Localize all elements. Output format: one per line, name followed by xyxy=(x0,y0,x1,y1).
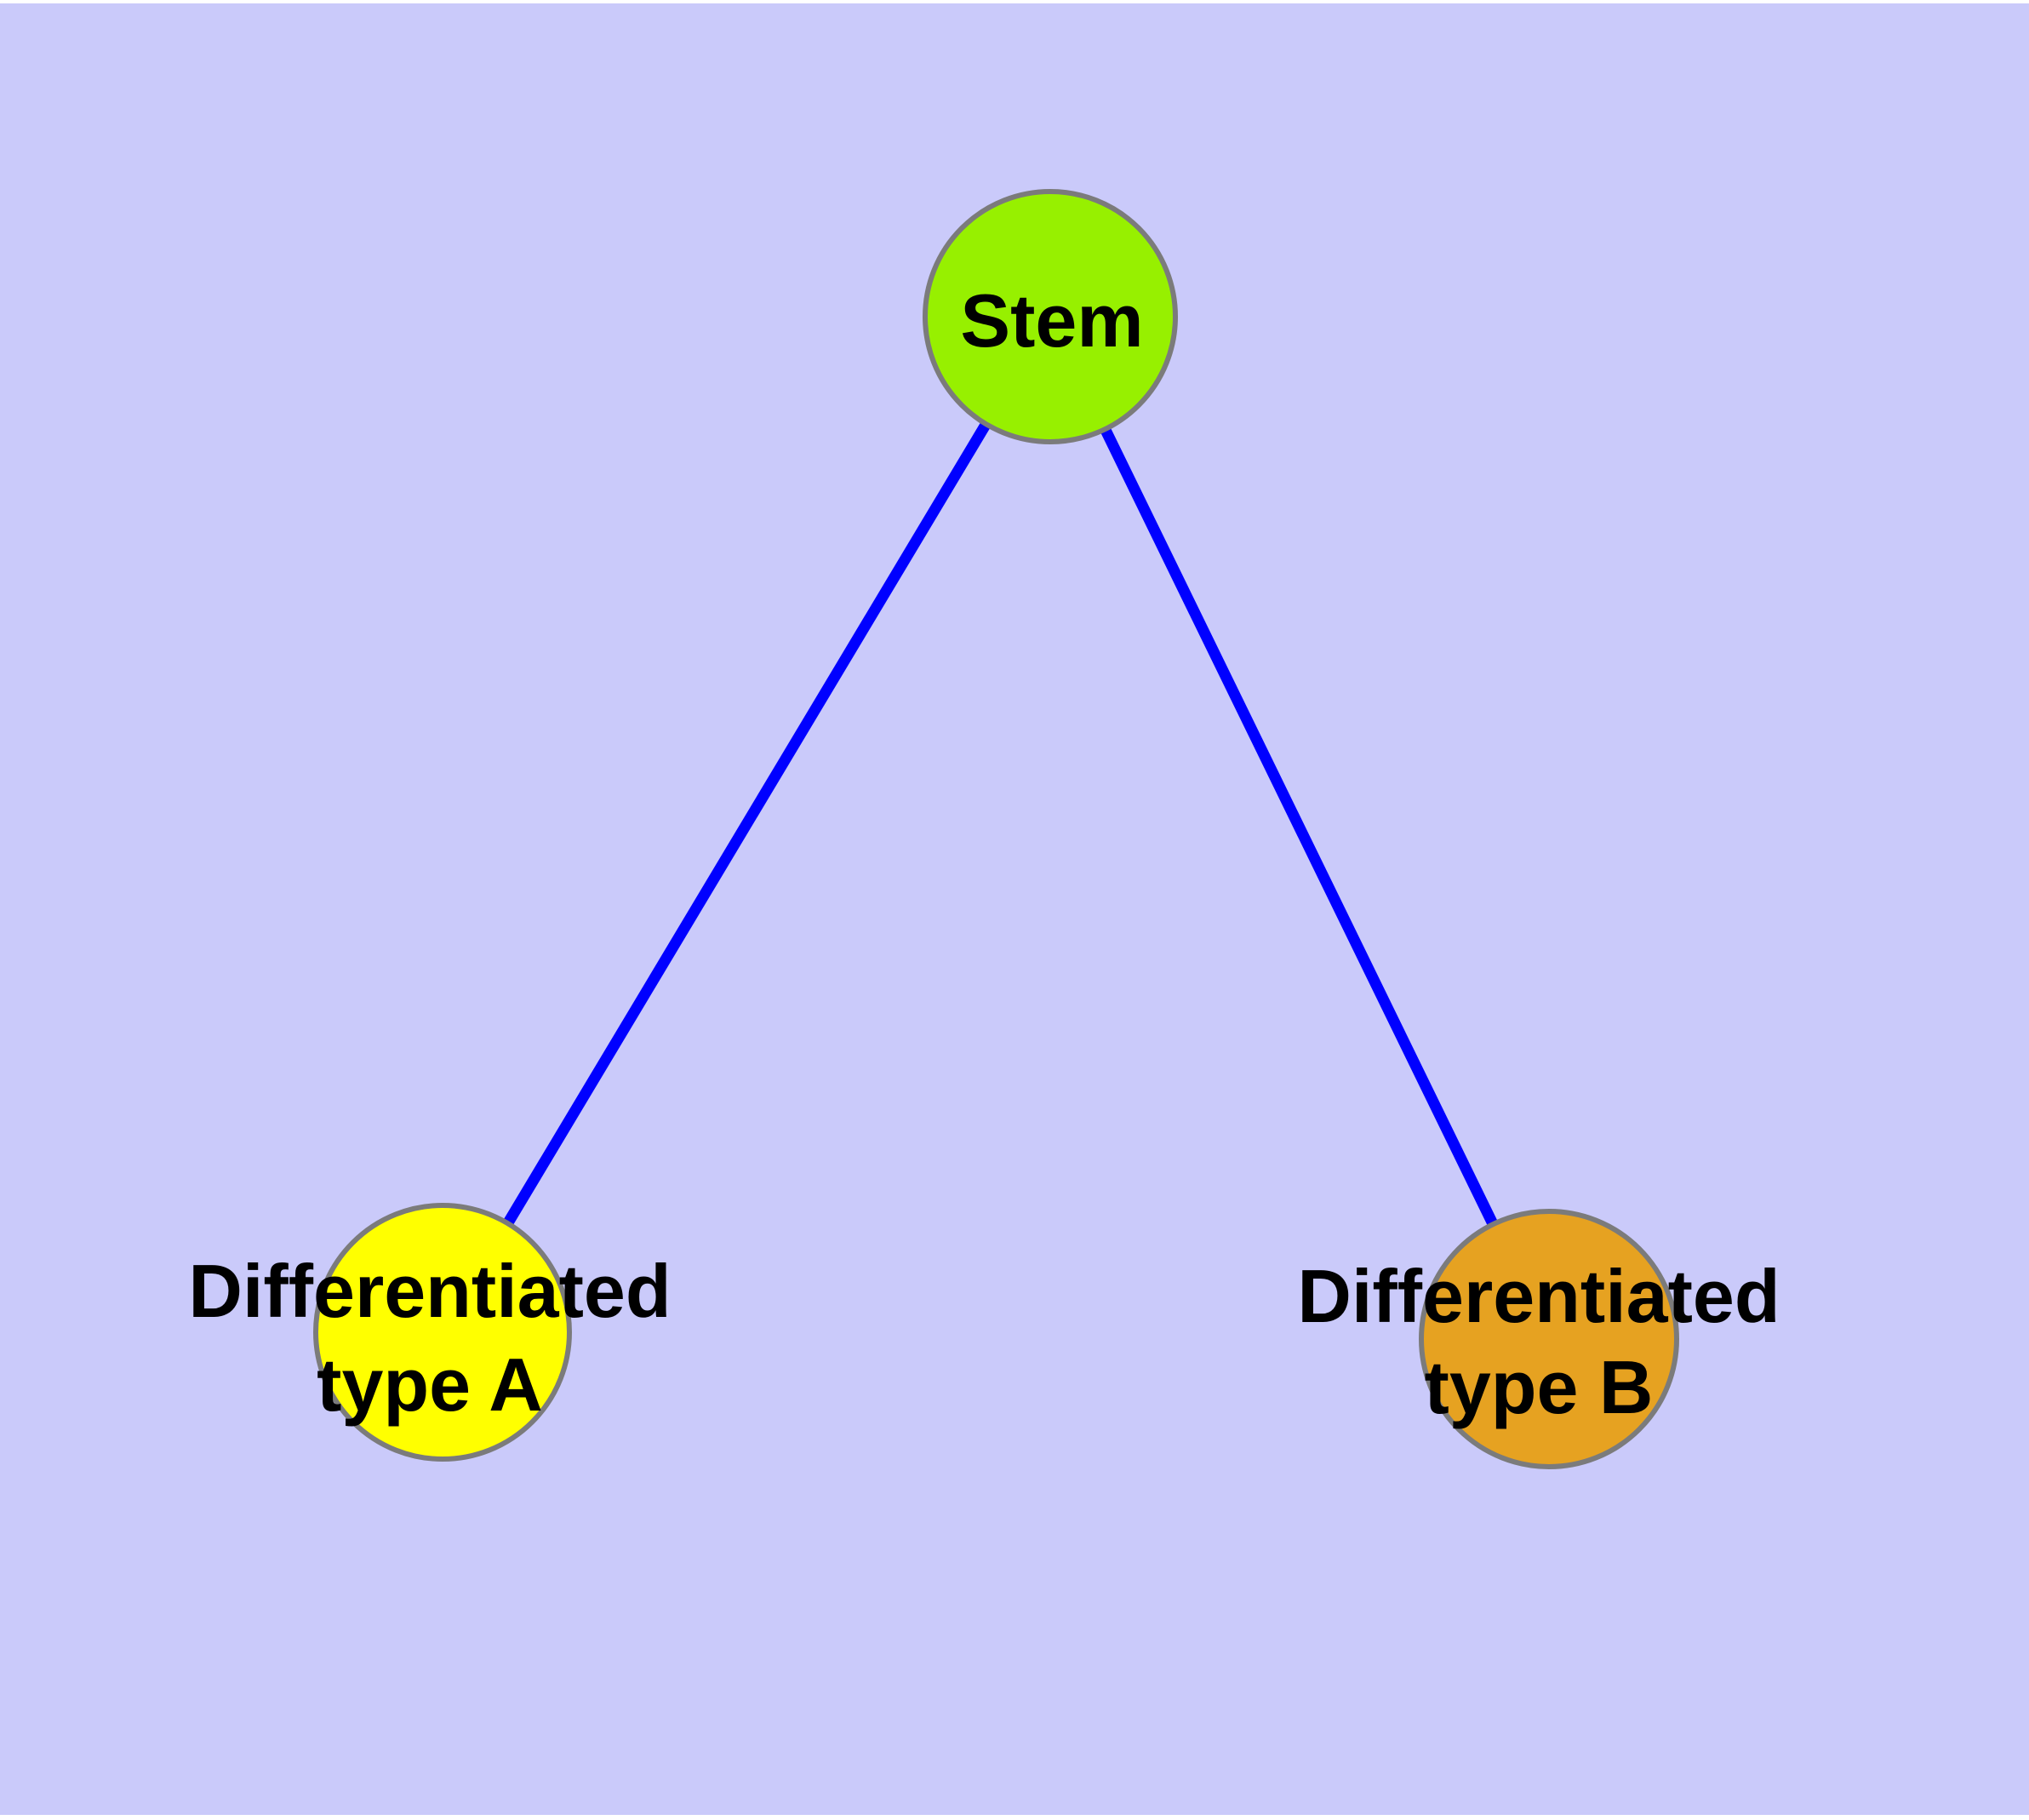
node-type-b-label-line1: Differentiated xyxy=(1297,1254,1780,1338)
node-type-b-label-line2: type B xyxy=(1425,1345,1654,1429)
node-type-a-label-line1: Differentiated xyxy=(188,1249,671,1333)
edge-stem-to-type-b xyxy=(1045,314,1554,1342)
edge-stem-to-type-a xyxy=(437,313,1055,1336)
node-stem-label: Stem xyxy=(960,278,1143,363)
node-stem xyxy=(923,189,1178,444)
node-type-a-label-line2: type A xyxy=(317,1342,543,1427)
node-differentiated-type-a xyxy=(313,1203,572,1462)
node-differentiated-type-b xyxy=(1419,1209,1679,1469)
